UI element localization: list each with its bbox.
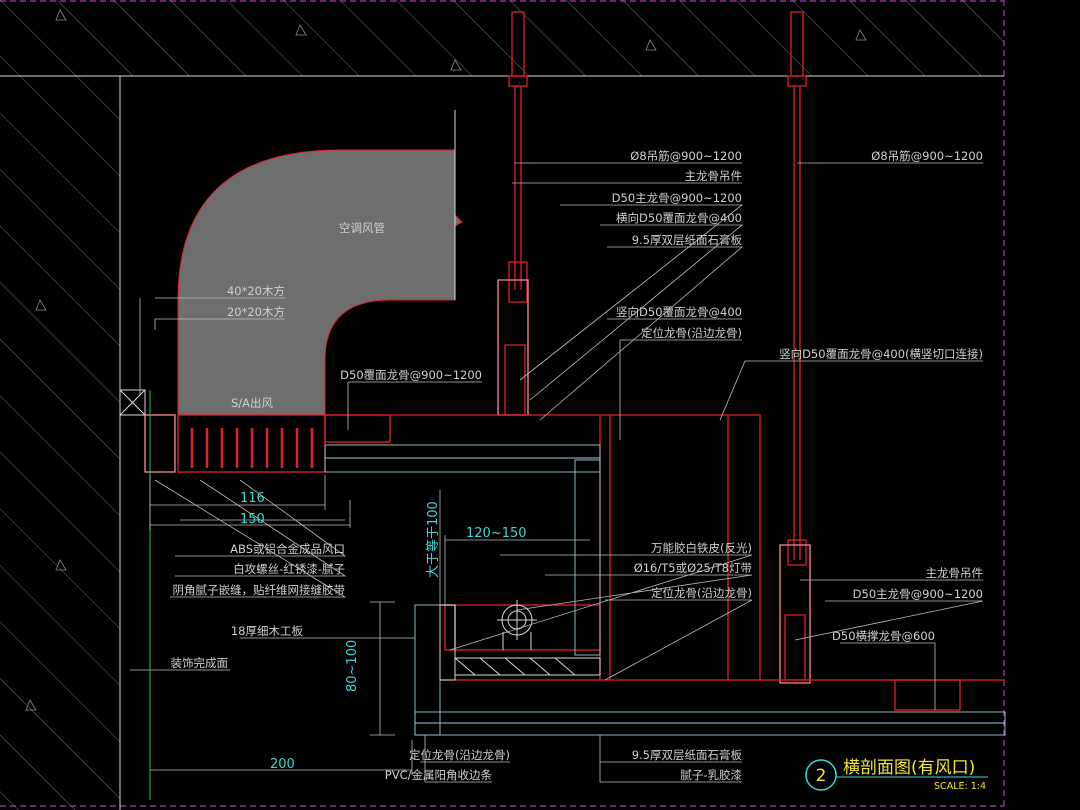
label-vertical-keel-joint: 竖向D50覆面龙骨@400(横竖切口连接): [779, 347, 983, 361]
label-main-keel: D50主龙骨@900~1200: [612, 191, 742, 205]
gypsum-boards: [324, 444, 1006, 736]
title-name: 横剖面图(有风口): [843, 758, 975, 778]
label-screw: 白攻螺丝-红锈漆-腻子: [233, 562, 345, 576]
title-number-circle: [805, 759, 837, 791]
label-gypsum-board-2: 9.5厚双层纸面石膏板: [632, 748, 743, 762]
title-scale: SCALE: 1:4: [934, 781, 986, 792]
label-main-keel-2: D50主龙骨@900~1200: [853, 587, 983, 601]
air-duct: 空调风管 S/A出风: [177, 110, 463, 416]
supply-outlet-label: S/A出风: [231, 396, 274, 410]
label-edge-keel-3: 定位龙骨(沿边龙骨): [409, 748, 510, 762]
dimension-texts: 116 150 120~150 大于等于100 80~100 200: [240, 491, 527, 772]
title-number: 2: [816, 766, 827, 786]
label-gypsum-board: 9.5厚双层纸面石膏板: [632, 233, 743, 247]
drawing-title: 2 横剖面图(有风口) SCALE: 1:4: [805, 758, 988, 792]
dim-116: 116: [240, 491, 265, 506]
dimension-lines: [149, 475, 590, 775]
label-rod-right: Ø8吊筋@900~1200: [871, 149, 983, 163]
label-edge-keel-2: 定位龙骨(沿边龙骨): [651, 586, 752, 600]
dim-80-100: 80~100: [345, 640, 360, 692]
label-vertical-keel: 竖向D50覆面龙骨@400: [616, 305, 742, 319]
sheet-border: [0, 0, 1005, 807]
leader-lines: [130, 162, 984, 800]
label-tin-sheet: 万能胶白铁皮(反光): [651, 541, 752, 555]
hanger-rod-left: [497, 11, 529, 416]
label-cross-keel: 横向D50覆面龙骨@400: [616, 211, 742, 225]
label-main-hanger-2: 主龙骨吊件: [926, 566, 984, 580]
label-wood-40x20: 40*20木方: [227, 284, 285, 298]
light-tube: [497, 600, 537, 650]
label-vent: ABS或铝合金成品风口: [230, 542, 345, 556]
dim-200: 200: [270, 757, 295, 772]
annotation-labels: Ø8吊筋@900~1200 Ø8吊筋@900~1200 主龙骨吊件 D50主龙骨…: [171, 149, 984, 782]
concrete-slab: [0, 0, 1004, 810]
label-corner-tape: 阴角腻子嵌缝，贴纤维网接缝胶带: [173, 583, 346, 597]
label-brace-keel: D50横撑龙骨@600: [832, 629, 935, 643]
label-cover-keel: D50覆面龙骨@900~1200: [340, 368, 482, 382]
label-main-hanger: 主龙骨吊件: [685, 169, 743, 183]
duct-label: 空调风管: [339, 221, 385, 235]
dim-150: 150: [240, 512, 265, 527]
label-edge-keel: 定位龙骨(沿边龙骨): [641, 326, 742, 340]
label-finish-surface: 装饰完成面: [171, 656, 229, 670]
label-light-strip: Ø16/T5或Ø25/T8灯带: [634, 561, 752, 575]
label-wood-20x20: 20*20木方: [227, 305, 285, 319]
label-paint: 腻子-乳胶漆: [680, 768, 742, 782]
vent-grille: [119, 389, 326, 473]
dim-120-150: 120~150: [466, 526, 527, 541]
label-corner-strip: PVC/金属阳角收边条: [385, 768, 493, 782]
label-rod-left: Ø8吊筋@900~1200: [630, 149, 742, 163]
label-blockboard: 18厚细木工板: [231, 624, 304, 638]
dim-ge-100: 大于等于100: [425, 501, 441, 578]
